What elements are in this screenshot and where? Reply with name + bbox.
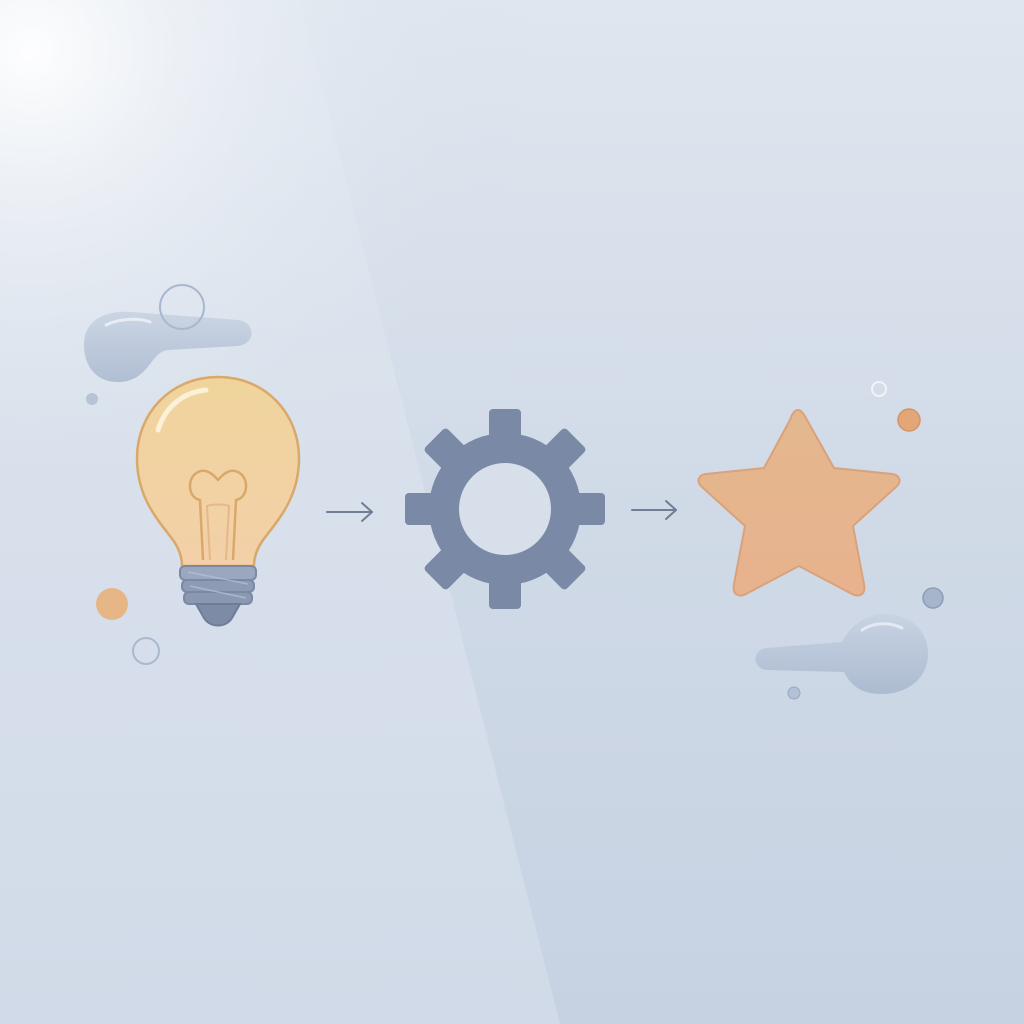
bubble-ring — [871, 381, 887, 397]
bulb-base — [179, 565, 257, 627]
droplet-shape — [755, 614, 928, 694]
star-icon — [697, 408, 901, 597]
bubble-dot — [787, 686, 801, 700]
gear-hole — [459, 463, 551, 555]
bubble-ring — [159, 284, 205, 330]
bubble-dot — [922, 587, 944, 609]
star-decorations — [755, 381, 944, 700]
gear-icon — [405, 409, 605, 609]
bulb-filament — [188, 469, 248, 561]
accent-dot — [96, 588, 128, 620]
droplet-shape — [84, 311, 252, 383]
lightbulb-icon — [135, 375, 301, 627]
accent-dot — [897, 408, 921, 432]
bubble-ring — [132, 637, 160, 665]
arrow-right-icon — [631, 500, 677, 520]
arrow-right-icon — [326, 502, 373, 522]
bubble-dot — [86, 393, 98, 405]
bulb-decorations — [84, 284, 252, 665]
